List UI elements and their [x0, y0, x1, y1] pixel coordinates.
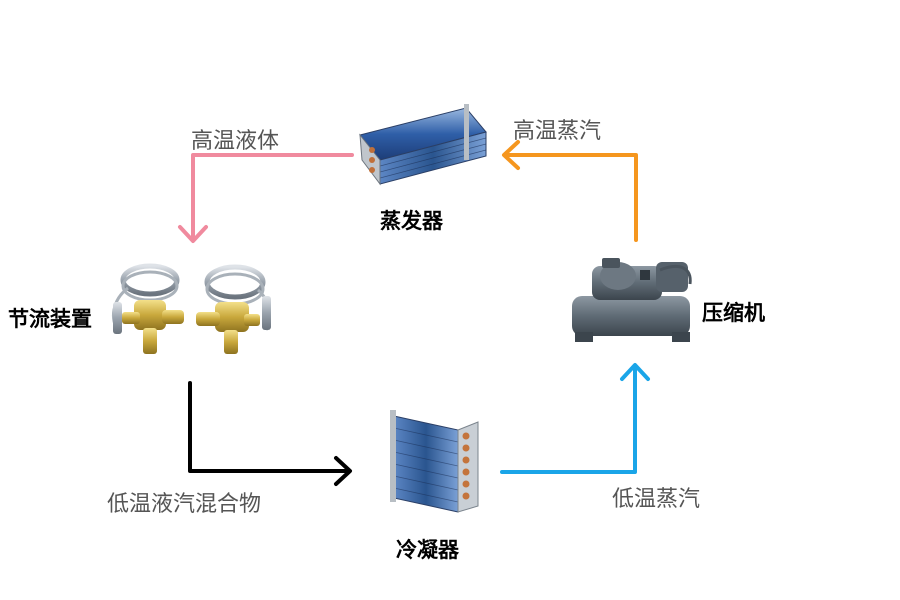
label-low-temp-mixture: 低温液汽混合物: [107, 492, 262, 517]
low-temp-mixture-arrow: [188, 381, 352, 486]
throttle-image: [111, 263, 271, 354]
label-high-temp-vapor: 高温蒸汽: [513, 119, 602, 144]
high-temp-liquid-arrow: [178, 153, 354, 243]
high-temp-vapor-arrow: [502, 140, 638, 242]
condenser-image: [390, 410, 479, 513]
compressor-image: [572, 258, 692, 342]
label-condenser: 冷凝器: [396, 538, 459, 562]
label-compressor: 压缩机: [702, 301, 765, 325]
label-evaporator: 蒸发器: [380, 209, 443, 233]
label-throttle: 节流装置: [8, 307, 92, 331]
evaporator-image: [359, 104, 487, 186]
label-low-temp-vapor: 低温蒸汽: [612, 487, 701, 512]
label-high-temp-liquid: 高温液体: [191, 129, 280, 154]
low-temp-vapor-arrow: [500, 363, 650, 474]
